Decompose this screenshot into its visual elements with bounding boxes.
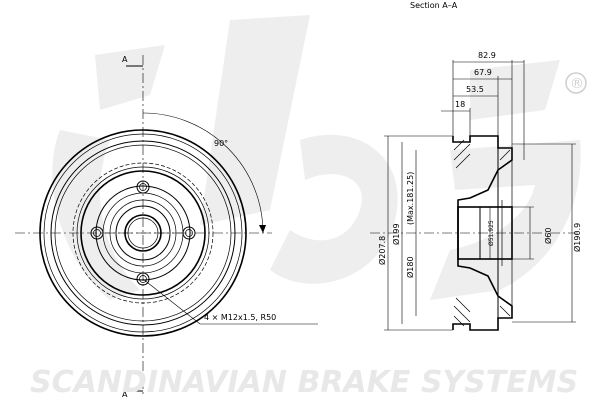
dim-60: Ø60 [543, 228, 553, 244]
dim-max: (Max.181.25) [406, 172, 415, 225]
dim-180: Ø180 [405, 256, 415, 278]
bolt-hole-top [136, 180, 150, 194]
angle-label: 90° [214, 139, 228, 148]
section-title: Section A–A [410, 1, 458, 10]
dim-207-8: Ø207.8 [377, 236, 387, 265]
front-view: A A [15, 55, 318, 399]
dim-67-9: 67.9 [474, 68, 492, 77]
brand-footer: SCANDINAVIAN BRAKE SYSTEMS [30, 365, 578, 400]
dim-53-5: 53.5 [466, 85, 484, 94]
bolt-note: 4 × M12x1.5, R50 [204, 313, 276, 322]
section-view: Section A–A 82.9 [370, 1, 582, 331]
section-marker-bottom: A [122, 390, 128, 399]
dim-51-925: Ø51.925 [488, 220, 495, 246]
registered-mark: ® [565, 72, 587, 94]
section-marker-top: A [122, 55, 128, 64]
bolt-hole-bottom [136, 272, 150, 286]
dim-199: Ø199 [391, 223, 401, 245]
svg-text:®: ® [570, 76, 584, 92]
section-hatching [453, 139, 511, 327]
bolt-hole-left [90, 226, 104, 240]
dim-82-9: 82.9 [478, 51, 496, 60]
bolt-hole-right [182, 226, 196, 240]
dim-18: 18 [455, 100, 465, 109]
dim-190-9: Ø190.9 [572, 223, 582, 252]
